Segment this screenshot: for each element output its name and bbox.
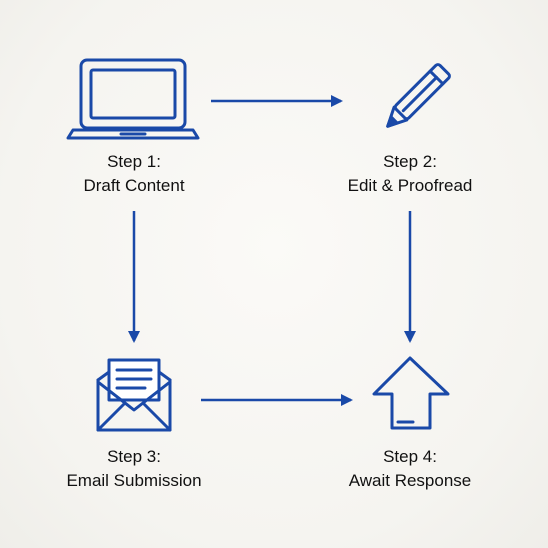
step-4-title: Await Response	[348, 471, 472, 490]
step-2-label: Step 2: Edit & Proofread	[310, 150, 510, 198]
step-3-label: Step 3: Email Submission	[34, 445, 234, 493]
step-4-number: Step 4:	[383, 447, 437, 466]
step-2-number: Step 2:	[383, 152, 437, 171]
step-3-number: Step 3:	[107, 447, 161, 466]
step-4-label: Step 4: Await Response	[310, 445, 510, 493]
pencil-icon	[386, 63, 451, 128]
step-1-number: Step 1:	[107, 152, 161, 171]
step-1-title: Draft Content	[83, 176, 185, 195]
step-1-label: Step 1: Draft Content	[34, 150, 234, 198]
envelope-icon	[96, 358, 172, 432]
step-3-title: Email Submission	[66, 471, 202, 490]
house-icon	[372, 356, 450, 430]
step-2-title: Edit & Proofread	[347, 176, 473, 195]
laptop-icon	[66, 58, 200, 140]
